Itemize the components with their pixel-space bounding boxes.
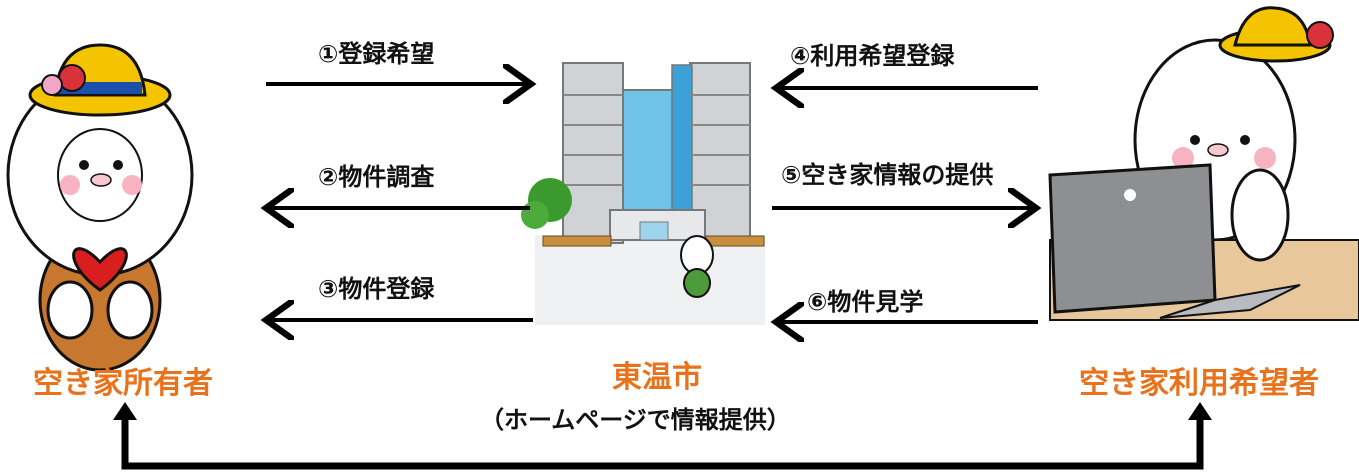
owner-role-label: 空き家所有者 <box>33 366 213 401</box>
owner-user-connector <box>113 402 1212 470</box>
user-role-label: 空き家利用希望者 <box>1079 366 1319 401</box>
city-role-label: 東温市 <box>612 360 702 395</box>
owner-character-illustration <box>6 43 194 372</box>
step-3-label: ③物件登録 <box>318 275 435 303</box>
step-5-label: ⑤空き家情報の提供 <box>781 161 994 189</box>
step-4-label: ④利用希望登録 <box>790 42 955 70</box>
city-hall-illustration <box>521 62 765 325</box>
step-1-label: ①登録希望 <box>318 40 435 68</box>
user-character-illustration <box>1048 6 1359 321</box>
city-note: （ホームページで情報提供） <box>480 406 791 434</box>
step-6-label: ⑥物件見学 <box>807 288 924 316</box>
step-2-label: ②物件調査 <box>318 163 435 191</box>
